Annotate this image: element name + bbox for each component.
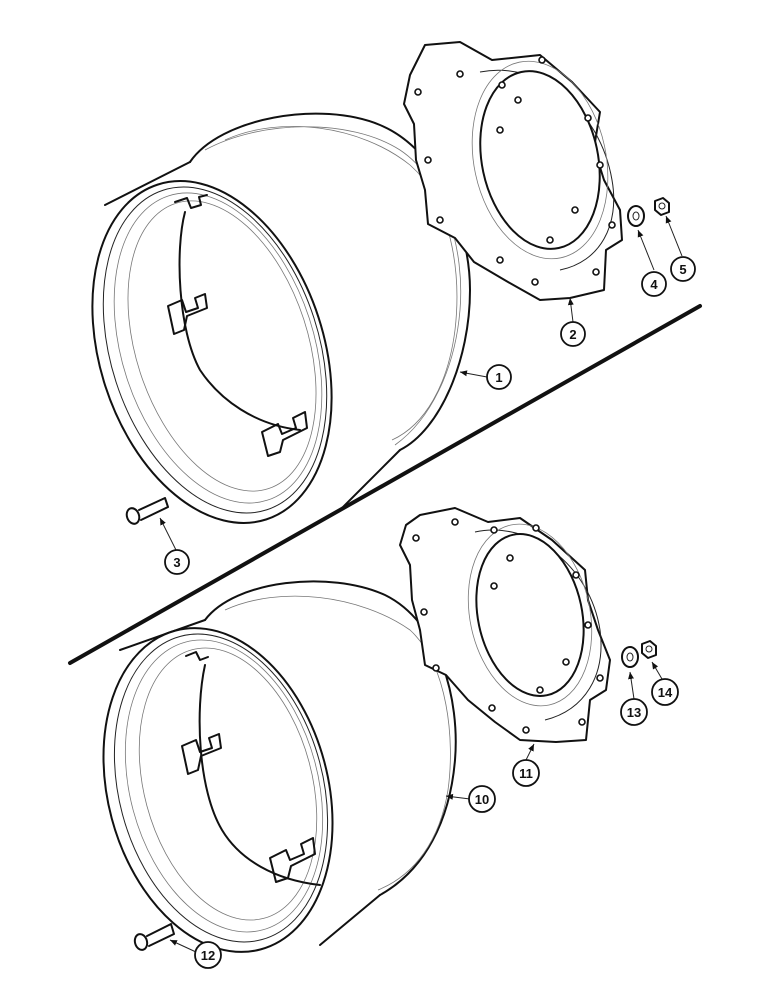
callout-3: 3	[164, 549, 190, 575]
washer-bottom	[621, 646, 639, 668]
callout-14: 14	[651, 678, 679, 706]
svg-text:13: 13	[627, 705, 641, 720]
svg-text:14: 14	[658, 685, 673, 700]
callout-4: 4	[641, 271, 667, 297]
callout-5: 5	[670, 256, 696, 282]
svg-text:11: 11	[519, 766, 533, 781]
top-assembly	[91, 41, 670, 525]
svg-text:3: 3	[173, 555, 180, 570]
svg-text:12: 12	[201, 948, 215, 963]
leader-lines	[159, 215, 683, 953]
svg-text:2: 2	[569, 327, 576, 342]
wheel-rim-bottom	[102, 580, 457, 953]
mounting-lug	[167, 293, 208, 335]
bottom-assembly	[102, 507, 657, 953]
mounting-lug	[269, 837, 316, 883]
svg-text:1: 1	[495, 370, 502, 385]
bolt-bottom	[133, 923, 175, 951]
section-divider-line	[68, 304, 702, 665]
washer-top	[627, 205, 645, 227]
center-disc-top	[403, 41, 623, 301]
nut-top	[654, 197, 670, 216]
svg-text:5: 5	[679, 262, 686, 277]
mounting-lug	[174, 194, 208, 209]
svg-text:10: 10	[475, 792, 489, 807]
callout-12: 12	[194, 941, 222, 969]
callout-1: 1	[486, 364, 512, 390]
nut-bottom	[641, 640, 657, 659]
callout-2: 2	[560, 321, 586, 347]
center-disc-bottom	[399, 507, 611, 743]
bolt-top	[125, 497, 169, 525]
callout-11: 11	[512, 759, 540, 787]
mounting-lug	[181, 733, 222, 775]
bolt-holes	[414, 56, 616, 286]
callout-13: 13	[620, 698, 648, 726]
wheel-rim-top	[91, 112, 471, 524]
mounting-lug	[185, 651, 209, 661]
callout-10: 10	[468, 785, 496, 813]
svg-text:4: 4	[650, 277, 658, 292]
bolt-holes	[412, 518, 604, 734]
mounting-lug	[261, 411, 308, 457]
